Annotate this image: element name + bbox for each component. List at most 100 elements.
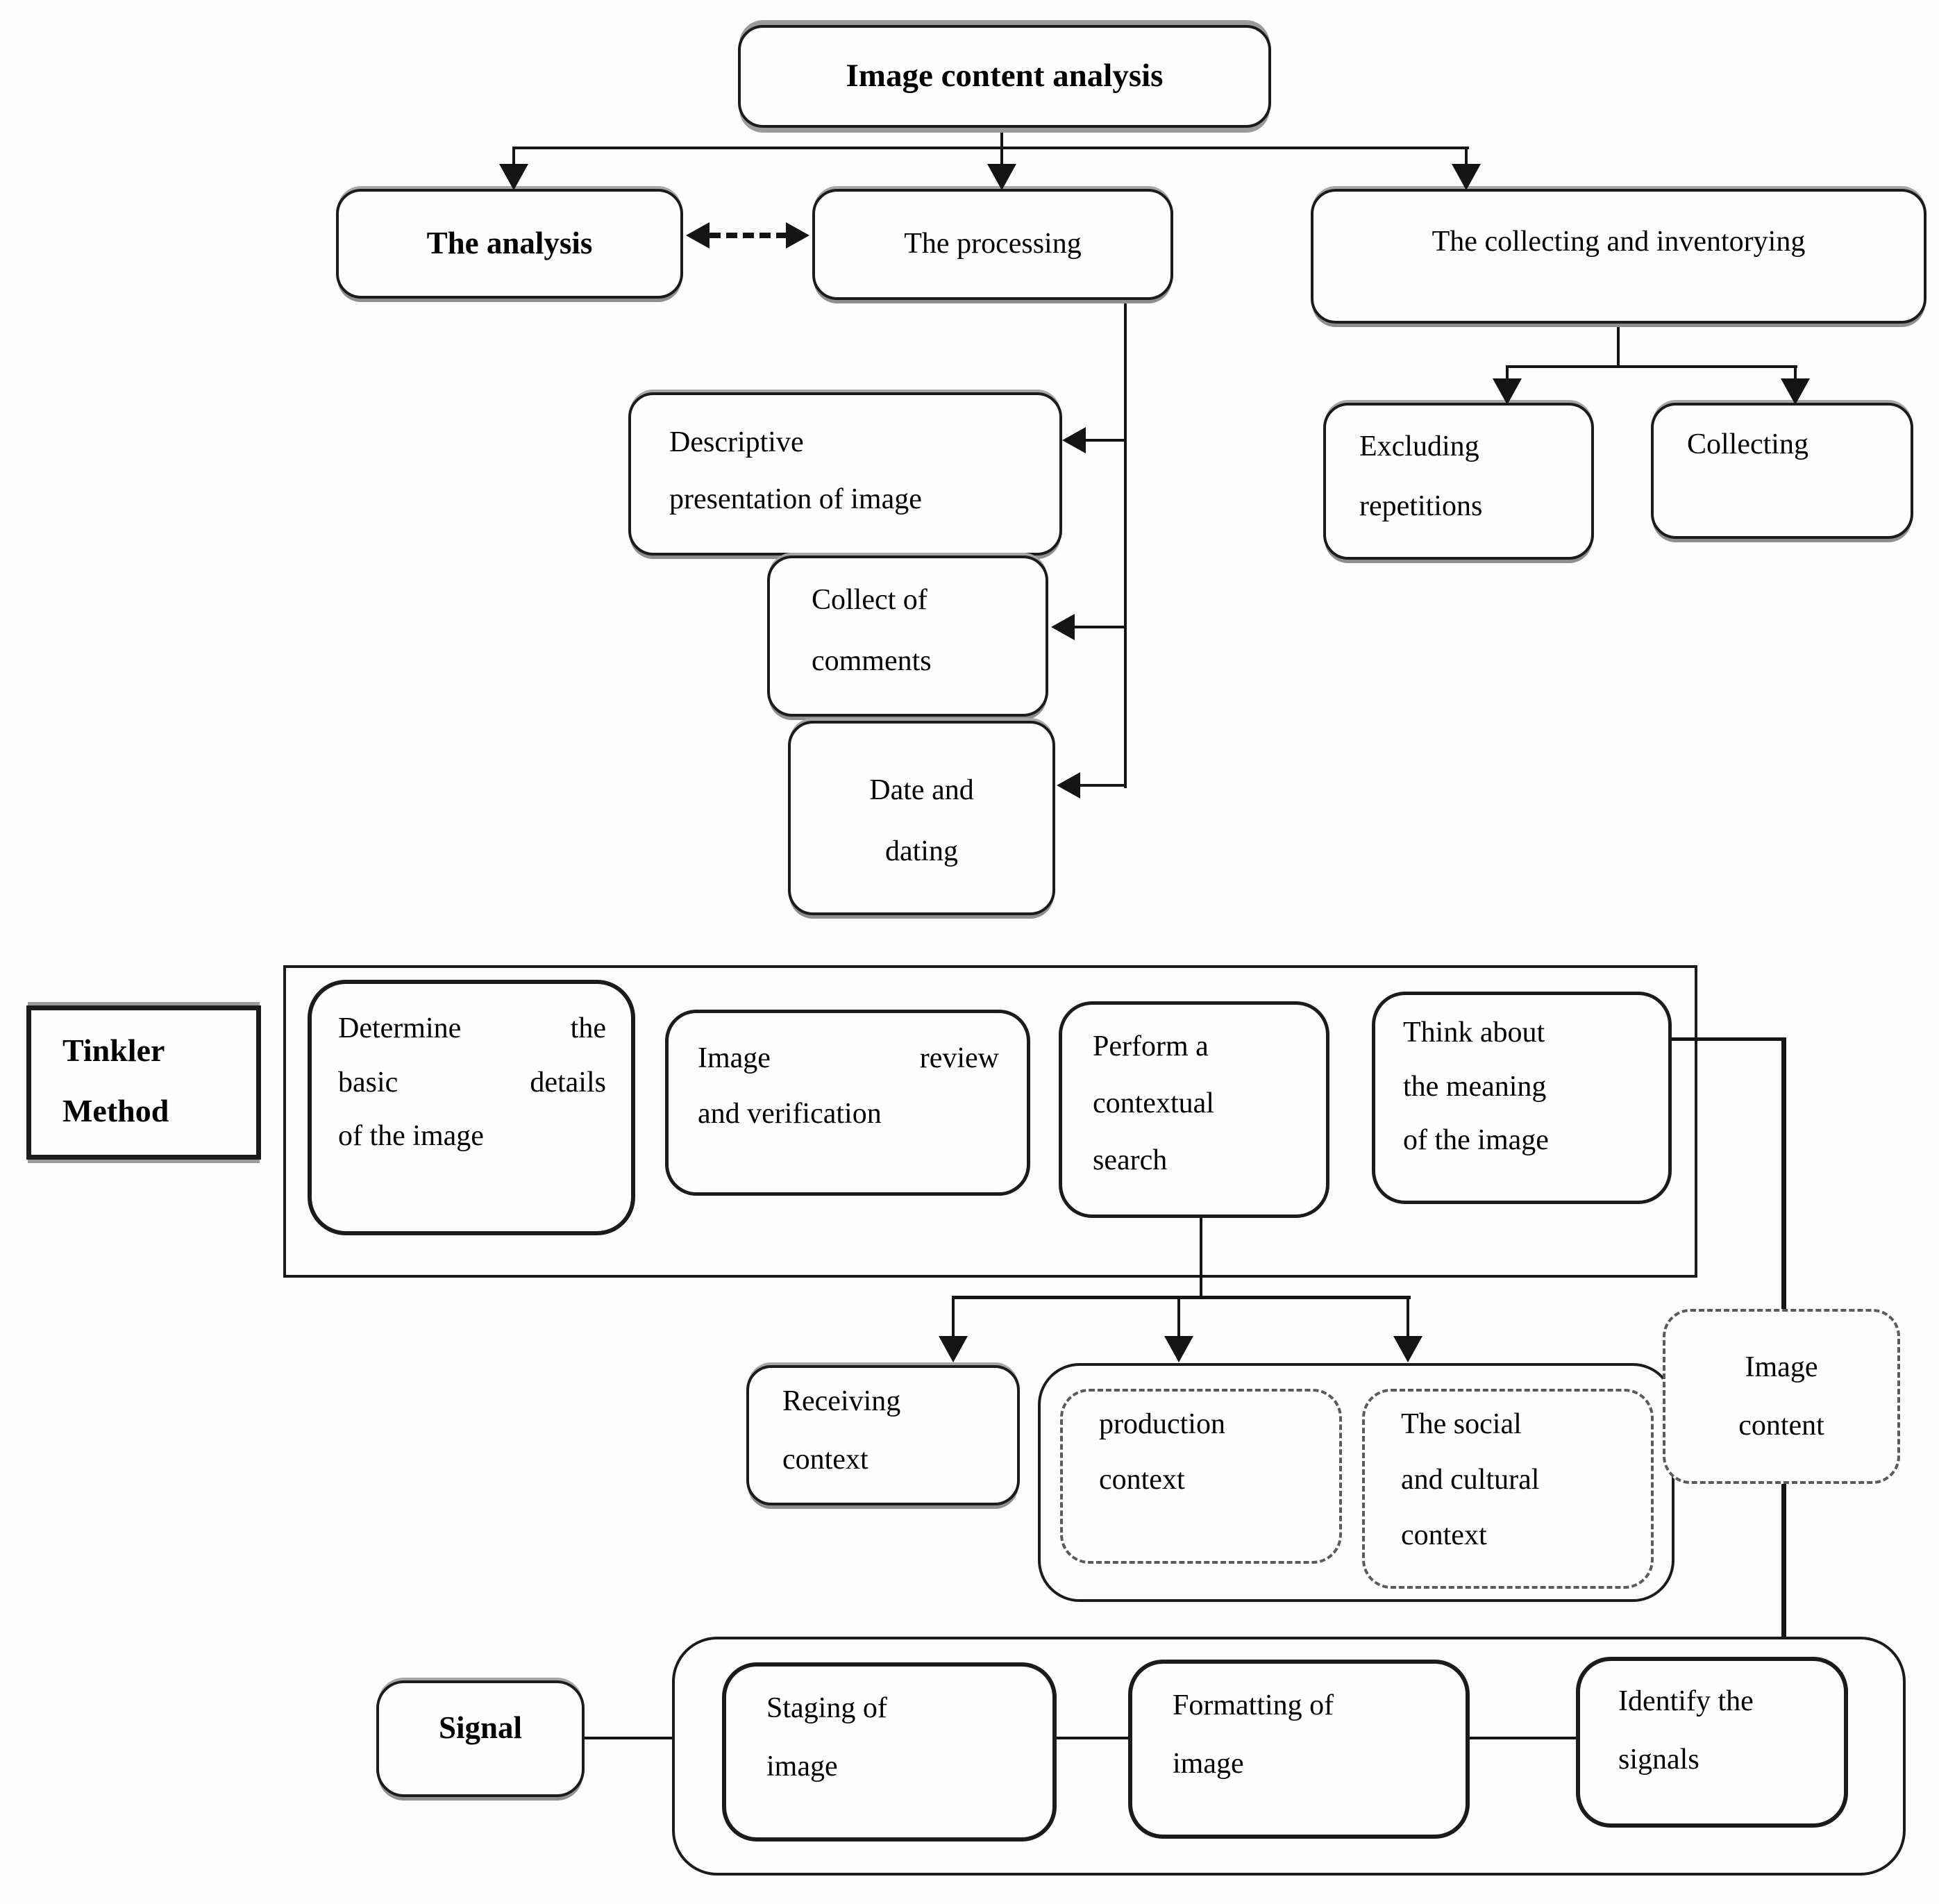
connector-to-descriptive xyxy=(1085,439,1125,442)
node-tinkler-method-line2: Method xyxy=(62,1093,169,1129)
connector-to-collect-comments xyxy=(1074,626,1125,628)
node-collecting-and-inventorying-label: The collecting and inventorying xyxy=(1432,226,1806,258)
node-collecting-label: Collecting xyxy=(1687,428,1808,460)
node-tinkler-method-label: Tinkler Method xyxy=(26,1005,261,1160)
connector-drop-processing xyxy=(1000,148,1003,166)
node-date-and-dating-line1: Date and xyxy=(869,774,974,806)
arrowhead-to-date-dating xyxy=(1057,772,1080,799)
arrowhead-to-analysis xyxy=(499,164,528,190)
node-collect-of-comments-line2: comments xyxy=(812,645,932,678)
connector-drop-collecting xyxy=(1465,148,1468,165)
node-determine-basic-details-line2: basic details xyxy=(338,1066,606,1099)
arrowhead-to-production-context xyxy=(1164,1336,1193,1362)
arrowhead-dashed-left xyxy=(686,222,710,249)
node-think-about-meaning-line2: the meaning xyxy=(1403,1070,1547,1103)
node-image-review-line1: Image review xyxy=(698,1042,999,1074)
node-receiving-context: Receiving context xyxy=(746,1365,1020,1505)
arrowhead-dashed-right xyxy=(786,222,809,249)
connector-dashed-analysis-processing xyxy=(710,233,787,238)
arrowhead-to-receiving-context xyxy=(939,1336,968,1362)
arrowhead-to-excluding xyxy=(1493,378,1522,405)
node-descriptive-presentation-line1: Descriptive xyxy=(669,426,804,458)
node-date-and-dating: Date and dating xyxy=(788,721,1055,915)
node-perform-contextual-search-line3: search xyxy=(1093,1144,1168,1176)
connector-drop-analysis xyxy=(512,148,515,166)
connector-collecting-branch xyxy=(1506,365,1797,368)
node-identify-signals-line1: Identify the xyxy=(1618,1685,1754,1717)
node-date-and-dating-line2: dating xyxy=(885,835,958,868)
node-image-content-line2: content xyxy=(1738,1410,1824,1442)
connector-signal-to-container xyxy=(585,1737,672,1739)
node-production-context: production context xyxy=(1060,1389,1342,1564)
node-staging-of-image-line1: Staging of xyxy=(766,1692,887,1724)
node-production-context-line2: context xyxy=(1099,1463,1185,1496)
arrowhead-to-processing xyxy=(987,164,1016,190)
connector-collecting-stem xyxy=(1617,324,1620,367)
node-determine-basic-details: Determine the basic details of the image xyxy=(308,980,635,1235)
node-collecting-and-inventorying: The collecting and inventorying xyxy=(1311,189,1927,324)
node-think-about-meaning-line3: of the image xyxy=(1403,1124,1549,1157)
connector-to-date-dating xyxy=(1080,784,1125,787)
node-formatting-of-image-line2: image xyxy=(1173,1748,1244,1780)
arrowhead-to-collecting-inventorying xyxy=(1452,164,1481,190)
node-signal: Signal xyxy=(376,1680,585,1797)
connector-drop-production xyxy=(1177,1298,1180,1337)
node-social-cultural-context-line1: The social xyxy=(1401,1408,1522,1440)
node-determine-basic-details-line1: Determine the xyxy=(338,1012,606,1044)
connector-image-content-down xyxy=(1781,1484,1786,1638)
node-perform-contextual-search-line1: Perform a xyxy=(1093,1030,1209,1062)
arrowhead-to-descriptive xyxy=(1062,427,1086,453)
node-determine-basic-details-line3: of the image xyxy=(338,1120,484,1153)
node-formatting-of-image: Formatting of image xyxy=(1128,1660,1470,1839)
node-image-content: Image content xyxy=(1663,1309,1900,1484)
connector-drop-receiving xyxy=(952,1298,955,1337)
node-think-about-meaning: Think about the meaning of the image xyxy=(1372,992,1672,1204)
connector-processing-spine xyxy=(1124,299,1127,788)
node-perform-contextual-search: Perform a contextual search xyxy=(1059,1001,1329,1218)
node-the-analysis: The analysis xyxy=(336,189,683,299)
node-receiving-context-line1: Receiving xyxy=(782,1385,901,1417)
node-image-content-analysis: Image content analysis xyxy=(738,25,1271,128)
node-the-analysis-label: The analysis xyxy=(426,226,593,261)
node-collect-of-comments-line1: Collect of xyxy=(812,584,927,616)
node-social-cultural-context-line3: context xyxy=(1401,1519,1487,1551)
node-descriptive-presentation: Descriptive presentation of image xyxy=(628,392,1062,556)
arrowhead-to-collecting xyxy=(1781,378,1810,405)
node-signal-label: Signal xyxy=(438,1710,523,1746)
connector-right-down-to-image-content xyxy=(1781,1037,1786,1309)
connector-root-stem xyxy=(1000,128,1003,147)
node-image-content-analysis-label: Image content analysis xyxy=(846,58,1164,94)
node-image-review: Image review and verification xyxy=(665,1010,1030,1196)
connector-staging-to-formatting xyxy=(1057,1737,1128,1739)
arrowhead-to-social-context xyxy=(1393,1336,1422,1362)
node-social-cultural-context-line2: and cultural xyxy=(1401,1463,1540,1496)
node-image-content-line1: Image xyxy=(1745,1351,1818,1383)
node-excluding-repetitions-line1: Excluding xyxy=(1359,431,1479,462)
node-think-about-meaning-line1: Think about xyxy=(1403,1017,1545,1049)
node-perform-contextual-search-line2: contextual xyxy=(1093,1087,1214,1119)
tinkler-method-container xyxy=(283,965,1697,1278)
node-identify-signals: Identify the signals xyxy=(1576,1657,1848,1828)
node-collect-of-comments: Collect of comments xyxy=(767,556,1048,717)
node-image-review-line2: and verification xyxy=(698,1097,882,1130)
node-excluding-repetitions-line2: repetitions xyxy=(1359,490,1483,523)
arrowhead-to-collect-comments xyxy=(1051,614,1075,640)
node-identify-signals-line2: signals xyxy=(1618,1744,1699,1776)
connector-formatting-to-identify xyxy=(1470,1737,1576,1739)
node-the-processing: The processing xyxy=(812,189,1173,300)
connector-root-branch xyxy=(512,147,1469,149)
node-descriptive-presentation-line2: presentation of image xyxy=(669,483,922,515)
connector-context-branch xyxy=(952,1296,1411,1299)
node-excluding-repetitions: Excluding repetitions xyxy=(1323,403,1594,560)
node-the-processing-label: The processing xyxy=(904,228,1082,260)
node-tinkler-method-line1: Tinkler xyxy=(62,1033,165,1068)
connector-perform-stem xyxy=(1200,1218,1202,1298)
connector-think-to-right xyxy=(1672,1037,1786,1041)
node-staging-of-image-line2: image xyxy=(766,1751,838,1782)
node-collecting: Collecting xyxy=(1651,403,1913,539)
node-production-context-line1: production xyxy=(1099,1408,1225,1440)
node-social-cultural-context: The social and cultural context xyxy=(1362,1389,1654,1589)
node-formatting-of-image-line1: Formatting of xyxy=(1173,1689,1334,1721)
connector-drop-excluding xyxy=(1506,367,1509,381)
